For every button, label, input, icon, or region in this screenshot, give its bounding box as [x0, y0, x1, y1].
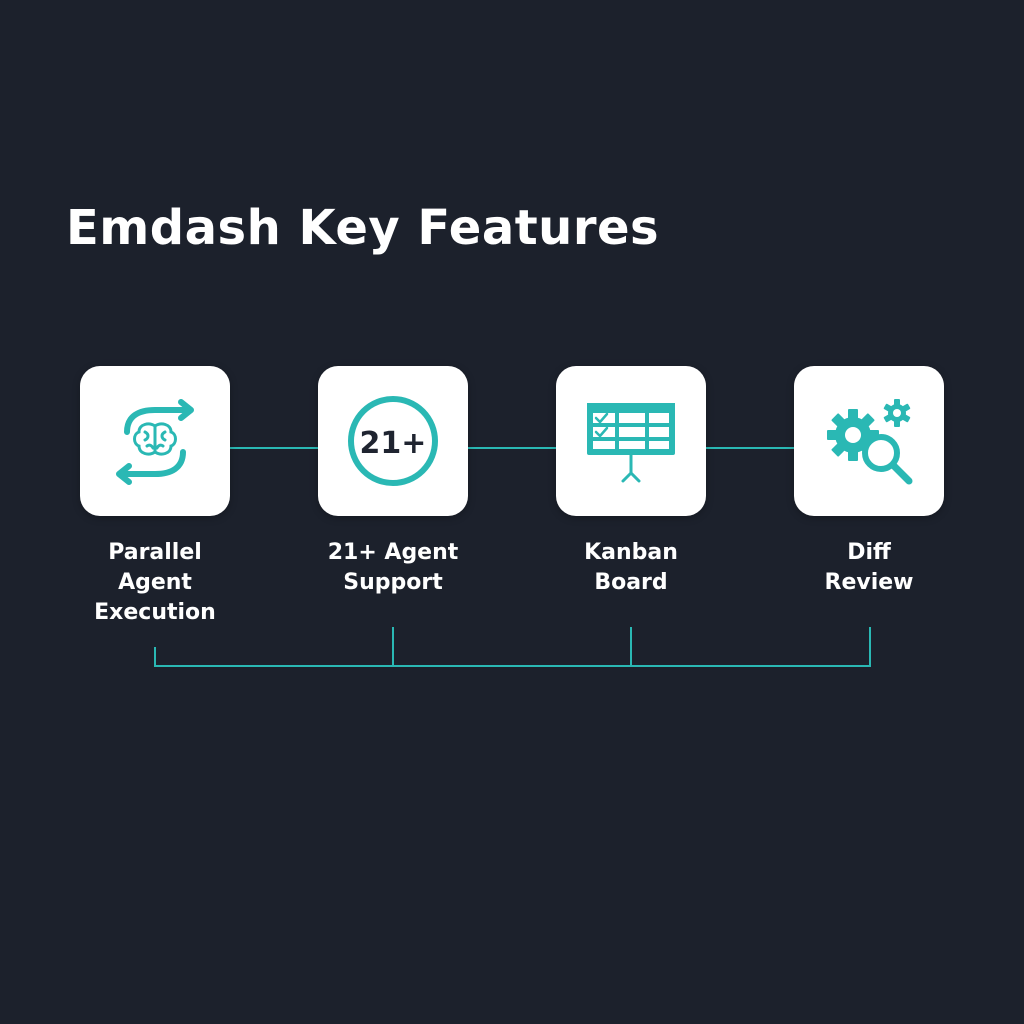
feature-card-agent-support: 21+ [318, 366, 468, 516]
badge-count-text: 21+ [360, 426, 427, 461]
feature-card-kanban-board [556, 366, 706, 516]
kanban-board-icon [587, 403, 675, 483]
bracket-bottom-line [154, 665, 871, 667]
bracket-tick-4 [869, 627, 871, 667]
feature-label-agent-support: 21+ Agent Support [293, 538, 493, 598]
label-line: Review [824, 570, 914, 595]
bracket-tick-3 [630, 627, 632, 667]
brain-sync-icon [116, 399, 194, 485]
label-line: 21+ Agent [327, 540, 459, 565]
bracket-tick-1 [154, 647, 156, 667]
connector-line-3-4 [705, 447, 795, 449]
count-badge-icon: 21+ [348, 396, 438, 486]
page-title: Emdash Key Features [66, 200, 660, 256]
label-line: Support [343, 570, 443, 595]
feature-label-kanban-board: Kanban Board [531, 538, 731, 598]
label-line: Kanban [584, 540, 678, 565]
connector-line-2-3 [467, 447, 557, 449]
label-line: Diff [847, 540, 891, 565]
feature-label-parallel-execution: Parallel Agent Execution [55, 538, 255, 628]
feature-card-parallel-execution [80, 366, 230, 516]
bracket-tick-2 [392, 627, 394, 667]
feature-card-diff-review [794, 366, 944, 516]
connector-line-1-2 [229, 447, 319, 449]
gear-magnifier-icon [827, 399, 913, 485]
label-line: Agent [118, 570, 192, 595]
label-line: Execution [94, 600, 216, 625]
label-line: Board [594, 570, 668, 595]
label-line: Parallel [108, 540, 202, 565]
feature-label-diff-review: Diff Review [769, 538, 969, 598]
